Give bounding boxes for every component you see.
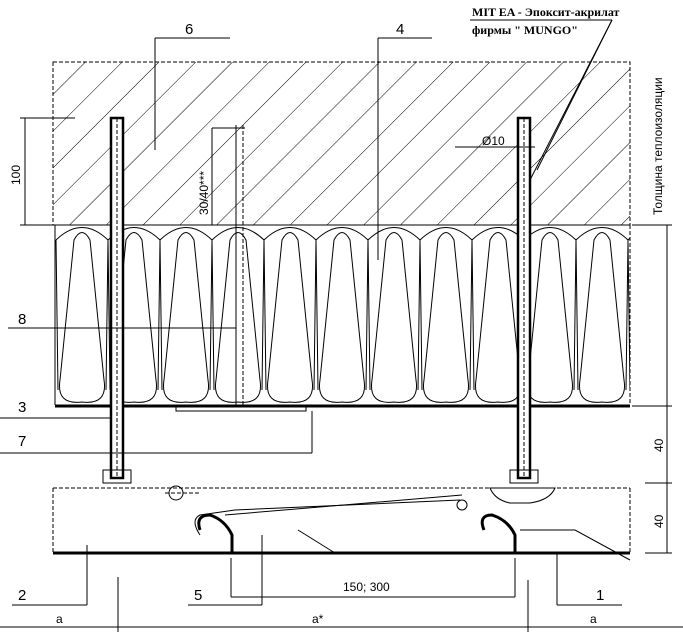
- dim-30-40: 30/40***: [197, 171, 211, 215]
- wool-loop: [474, 232, 522, 403]
- dim-right: Толщина теплоизоляции 40 40: [632, 77, 672, 554]
- dim-panel-40: 40: [652, 514, 666, 528]
- anchor-rod-left: [102, 116, 132, 484]
- wool-loop: [266, 232, 314, 403]
- wool-loop: [58, 232, 106, 403]
- dim-anchor-embed: 30/40***: [197, 127, 245, 225]
- label-1: 1: [596, 587, 604, 604]
- wool-loop: [370, 232, 418, 403]
- wool-loop-top: [575, 227, 629, 391]
- dim-a-star: a*: [312, 612, 324, 626]
- dim-bottom: a a* a: [0, 577, 683, 632]
- dim-a-left: a: [56, 612, 63, 626]
- wool-loop: [214, 232, 262, 403]
- note-line1: MIT EA - Эпоксит-акрилат: [472, 5, 620, 19]
- dim-spacing: 150; 300: [230, 558, 516, 598]
- leader-4: 4: [377, 21, 432, 260]
- wool-loop-top: [211, 227, 265, 391]
- wool-loop-top: [627, 237, 630, 391]
- rod-diameter: Ø10: [482, 134, 505, 148]
- wool-loop-top: [263, 227, 317, 391]
- dim-150-300: 150; 300: [343, 580, 390, 594]
- wool-loop-top: [159, 227, 213, 391]
- wool-loop: [422, 232, 470, 403]
- concrete-slab: [52, 61, 631, 226]
- label-8: 8: [18, 311, 26, 328]
- wool-loop-top: [367, 227, 421, 391]
- insulation-layer: [55, 227, 676, 403]
- label-2: 2: [18, 587, 26, 604]
- support-plate: [175, 405, 307, 412]
- facing-panel: [52, 485, 631, 561]
- dim-a-right: a: [590, 612, 597, 626]
- label-5: 5: [194, 587, 202, 604]
- wool-loop-top: [419, 227, 473, 391]
- wool-loop-top: [471, 227, 525, 391]
- label-6: 6: [185, 21, 193, 38]
- wool-loop: [318, 232, 366, 403]
- profile-8: [235, 125, 244, 405]
- wool-loop: [578, 232, 626, 403]
- wool-loop-top: [315, 227, 369, 391]
- leader-8: 8: [8, 311, 236, 329]
- label-7: 7: [18, 433, 26, 450]
- dim-gap-40: 40: [652, 438, 666, 452]
- anchor-rod-right: [489, 116, 556, 504]
- label-4: 4: [396, 21, 404, 38]
- leader-3: 3: [0, 399, 112, 419]
- leader-1: 1: [556, 553, 622, 606]
- dim-100: 100: [9, 165, 23, 185]
- note-line2: фирмы " MUNGO": [472, 23, 578, 37]
- leader-7: 7: [0, 411, 313, 454]
- wool-loop-top: [523, 227, 577, 391]
- leader-5: 5: [188, 535, 263, 606]
- label-3: 3: [18, 399, 26, 416]
- wool-loop-top: [55, 227, 109, 391]
- dim-anchor-depth: 100: [9, 117, 75, 226]
- wool-loop: [631, 233, 676, 403]
- leader-6: 6: [154, 21, 230, 150]
- leader-2: 2: [12, 545, 88, 606]
- insulation-thickness-label: Толщина теплоизоляции: [651, 77, 665, 215]
- wool-loop: [162, 232, 210, 403]
- wool-loop: [526, 232, 574, 403]
